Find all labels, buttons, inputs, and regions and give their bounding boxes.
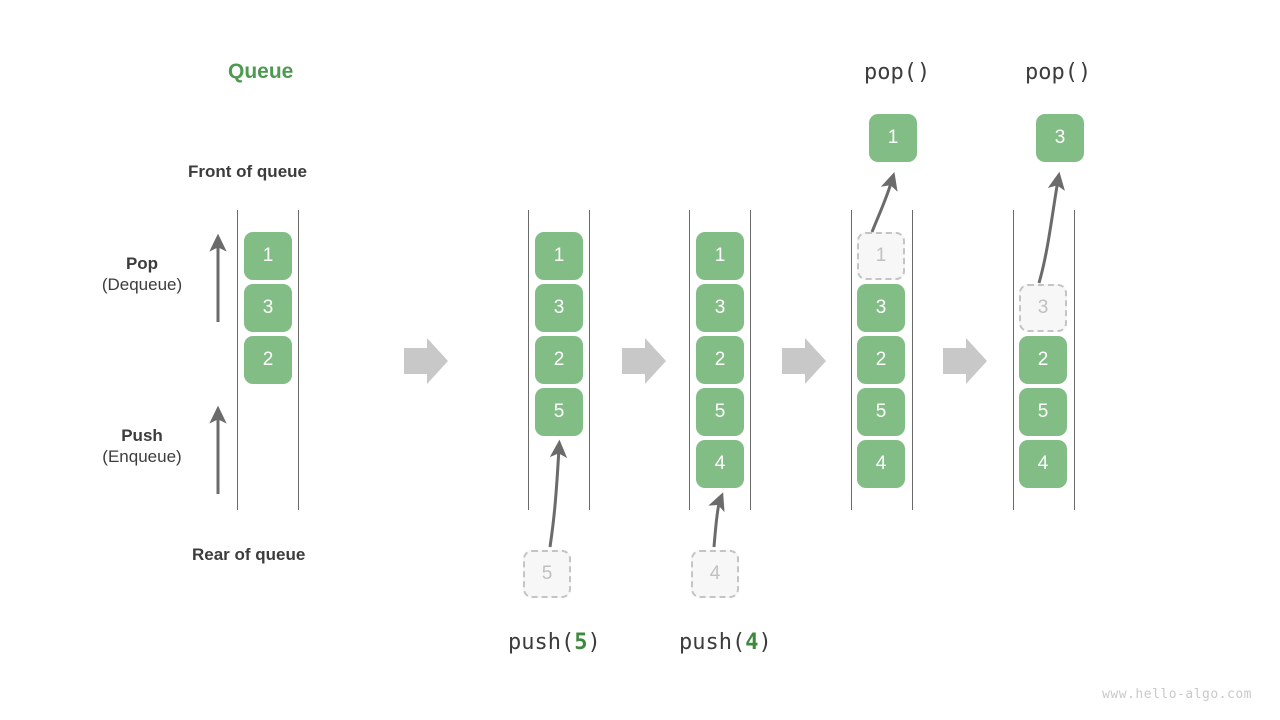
queue-cell: 4 <box>696 440 744 488</box>
step-arrow-2 <box>622 338 666 384</box>
rear-of-queue-label: Rear of queue <box>192 545 306 564</box>
queue-cell: 3 <box>857 284 905 332</box>
stage-caption-pop-3: pop() <box>1025 60 1092 85</box>
queue-cell: 3 <box>696 284 744 332</box>
pop-1-arrow <box>870 171 898 233</box>
caption-close: ) <box>758 630 772 655</box>
vacated-ghost-cell: 3 <box>1019 284 1067 332</box>
queue-rail-left-stage2 <box>528 210 529 510</box>
queue-cell: 2 <box>1019 336 1067 384</box>
queue-cell: 5 <box>696 388 744 436</box>
queue-rail-right-stage1 <box>298 210 299 510</box>
queue-rail-left-stage1 <box>237 210 238 510</box>
queue-rail-right-stage3 <box>750 210 751 510</box>
queue-cell: 1 <box>696 232 744 280</box>
caption-fn: push( <box>508 630 575 655</box>
queue-cell: 2 <box>857 336 905 384</box>
queue-cell: 4 <box>857 440 905 488</box>
page-title: Queue <box>228 60 294 83</box>
popped-cell: 3 <box>1036 114 1084 162</box>
dequeue-label: (Dequeue) <box>101 274 183 294</box>
queue-cell: 2 <box>535 336 583 384</box>
popped-cell: 1 <box>869 114 917 162</box>
enqueue-label: (Enqueue) <box>102 446 182 466</box>
caption-close: ) <box>587 630 601 655</box>
stage-caption-pop-1: pop() <box>864 60 931 85</box>
incoming-ghost-cell: 5 <box>523 550 571 598</box>
step-arrow-3 <box>782 338 826 384</box>
pop-3-arrow <box>1037 171 1065 284</box>
step-arrow-1 <box>404 338 448 384</box>
watermark: www.hello-algo.com <box>1102 687 1252 702</box>
push-5-arrow <box>548 439 568 548</box>
incoming-ghost-cell: 4 <box>691 550 739 598</box>
caption-arg: 4 <box>745 630 759 655</box>
pop-label-group: Pop (Dequeue) <box>62 254 222 295</box>
queue-cell: 1 <box>535 232 583 280</box>
push-label-group: Push (Enqueue) <box>62 426 222 467</box>
queue-cell: 3 <box>244 284 292 332</box>
step-arrow-4 <box>943 338 987 384</box>
queue-cell: 3 <box>535 284 583 332</box>
caption-arg: 5 <box>574 630 588 655</box>
queue-cell: 5 <box>1019 388 1067 436</box>
queue-cell: 4 <box>1019 440 1067 488</box>
stage-caption-push-4: push(4) <box>679 630 772 655</box>
queue-cell: 2 <box>244 336 292 384</box>
stage-caption-push-5: push(5) <box>508 630 601 655</box>
queue-cell: 5 <box>857 388 905 436</box>
queue-rail-left-stage3 <box>689 210 690 510</box>
queue-cell: 2 <box>696 336 744 384</box>
push-label: Push <box>121 426 163 445</box>
queue-rail-right-stage2 <box>589 210 590 510</box>
front-of-queue-label: Front of queue <box>188 162 307 181</box>
queue-rail-right-stage5 <box>1074 210 1075 510</box>
queue-rail-left-stage5 <box>1013 210 1014 510</box>
caption-fn: push( <box>679 630 746 655</box>
vacated-ghost-cell: 1 <box>857 232 905 280</box>
queue-rail-right-stage4 <box>912 210 913 510</box>
queue-cell: 5 <box>535 388 583 436</box>
push-4-arrow <box>708 492 725 548</box>
queue-cell: 1 <box>244 232 292 280</box>
pop-label: Pop <box>125 254 159 273</box>
queue-rail-left-stage4 <box>851 210 852 510</box>
